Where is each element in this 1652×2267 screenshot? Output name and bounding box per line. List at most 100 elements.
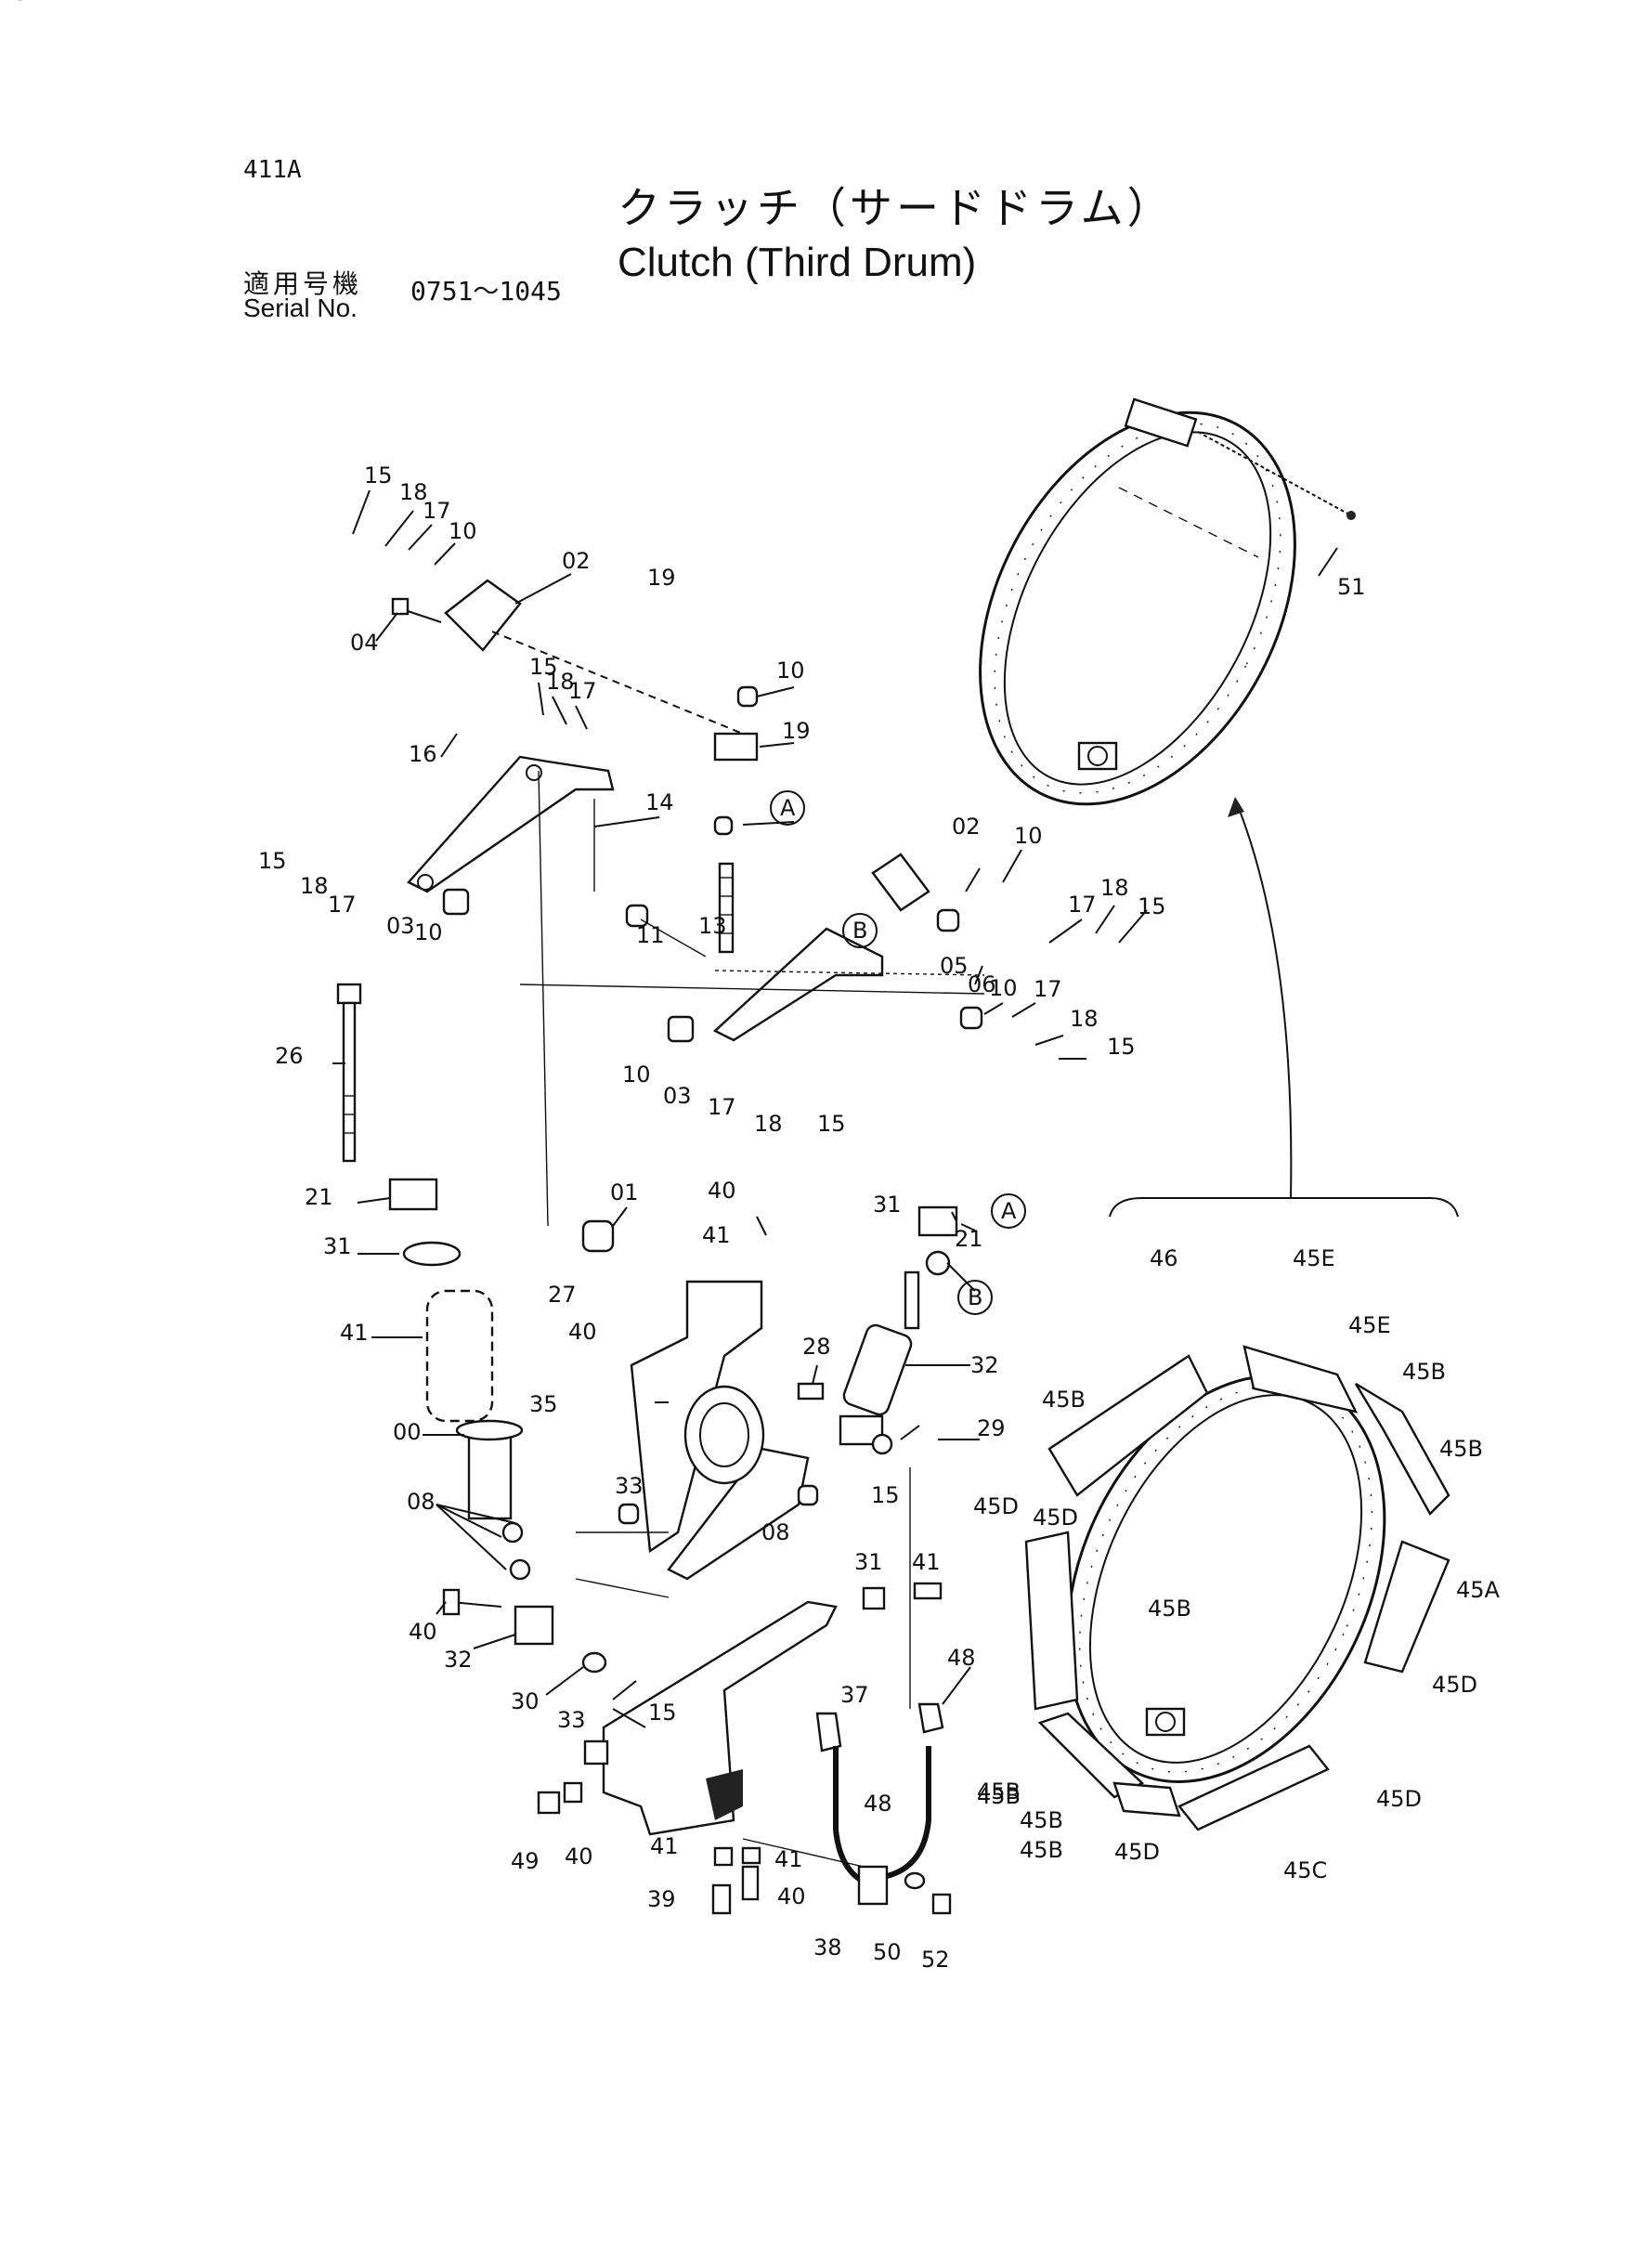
page-code: 411A	[243, 156, 302, 184]
part-callout: 15	[1138, 893, 1166, 919]
part-callout: 45E	[1293, 1245, 1335, 1271]
part-callout: 15	[817, 1111, 846, 1137]
part-callout: 08	[407, 1489, 436, 1515]
part-callout: 32	[970, 1352, 999, 1378]
part-callout: 10	[622, 1062, 651, 1088]
part-callout: 50	[873, 1939, 902, 1965]
serial-range: 0751～1045	[410, 276, 562, 306]
part-callout: 03	[663, 1083, 692, 1109]
reference-marker: B	[968, 1284, 982, 1310]
part-callout: 18	[546, 669, 575, 695]
reference-marker: A	[780, 795, 796, 821]
part-callout: 45D	[1033, 1505, 1078, 1531]
part-callout: 45D	[1432, 1672, 1477, 1698]
part-callout: 26	[275, 1043, 304, 1069]
part-callout: 45D	[973, 1493, 1019, 1519]
serial-label-english: Serial No.	[243, 293, 358, 322]
part-callout: 32	[444, 1647, 473, 1673]
leader-lines	[332, 489, 1338, 1728]
hydraulic-cylinder	[742, 1205, 958, 1915]
part-callout: 33	[615, 1473, 644, 1499]
part-callout: 40	[708, 1178, 736, 1204]
part-callout: 13	[698, 913, 727, 939]
part-callout: 35	[529, 1391, 558, 1417]
pedal-assembly	[537, 1600, 838, 1915]
part-callout: 18	[1070, 1006, 1099, 1032]
part-callout: 19	[782, 718, 811, 744]
part-callout: 40	[565, 1844, 593, 1870]
part-callout: 46	[1150, 1245, 1178, 1271]
band-lining-detail	[1024, 1345, 1450, 1831]
part-callout: 10	[449, 518, 477, 544]
part-callout: 28	[802, 1334, 831, 1360]
part-callout: 19	[647, 565, 676, 591]
part-callout: 41	[912, 1549, 941, 1575]
part-callout: 33	[557, 1707, 586, 1733]
part-callout: 40	[568, 1319, 597, 1345]
part-callout: 03	[386, 913, 415, 939]
part-callout: 11	[636, 922, 665, 948]
serial-label-japanese: 適用号機	[243, 268, 363, 299]
part-callout: 06	[968, 971, 996, 997]
part-callout: 15	[871, 1482, 900, 1508]
part-callout: 17	[1068, 892, 1097, 918]
part-callout: 39	[647, 1886, 676, 1912]
part-callout: 30	[511, 1688, 540, 1714]
part-callout: 04	[350, 630, 379, 656]
part-callout: 45B	[1042, 1387, 1086, 1413]
lever-linkage	[391, 579, 985, 1227]
part-callout: 31	[323, 1233, 352, 1259]
part-callout: 45D	[1376, 1786, 1422, 1812]
part-callout: 08	[761, 1519, 790, 1545]
part-callout: 52	[921, 1947, 950, 1973]
part-callout: 17	[328, 892, 357, 918]
part-callout: 01	[610, 1179, 639, 1205]
part-callout: 41	[774, 1846, 803, 1872]
part-callout: 02	[562, 548, 591, 574]
part-callout: 40	[409, 1619, 437, 1645]
part-callout: 18	[399, 479, 428, 505]
part-callout: 15	[364, 463, 393, 489]
part-callout: 45B	[977, 1783, 1021, 1809]
part-callout: 16	[409, 741, 437, 767]
part-callout: 51	[1337, 574, 1366, 600]
reference-arrow	[1234, 798, 1293, 1199]
part-callout: 27	[548, 1282, 577, 1308]
part-callout: 10	[776, 658, 805, 684]
part-callout: 10	[989, 975, 1018, 1001]
part-callout: 15	[529, 654, 558, 680]
title-japanese: クラッチ（サードドラム）	[618, 183, 1174, 233]
part-callout: 45B	[1020, 1807, 1063, 1833]
part-callout: 45E	[1348, 1312, 1391, 1338]
reference-circle-b	[842, 913, 878, 948]
part-callout: 15	[258, 848, 287, 874]
part-callout: 17	[708, 1094, 736, 1120]
part-callout: 15	[1107, 1034, 1136, 1060]
part-callout: 14	[645, 789, 674, 815]
reference-circle-a	[770, 790, 805, 826]
part-callout: 48	[947, 1645, 976, 1671]
part-callout: 45B	[1020, 1837, 1063, 1863]
title-english: Clutch (Third Drum)	[618, 240, 977, 285]
part-callout: 10	[414, 919, 443, 945]
part-callout: 31	[873, 1192, 902, 1218]
part-callout: 17	[1034, 976, 1062, 1002]
part-callout: 05	[940, 953, 969, 979]
exploded-bracket	[1109, 1197, 1459, 1218]
bracket-base	[575, 1219, 819, 1598]
part-callout: 48	[864, 1791, 892, 1817]
part-callout: 29	[977, 1415, 1006, 1441]
reference-marker: B	[852, 918, 867, 944]
part-callout: 21	[305, 1184, 333, 1210]
part-callout: 18	[1100, 875, 1129, 901]
part-callout: 18	[754, 1111, 783, 1137]
part-callout: 31	[854, 1549, 883, 1575]
part-callout: 45B	[1439, 1436, 1483, 1462]
part-callout: 15	[648, 1700, 677, 1726]
part-callout: 37	[840, 1682, 869, 1708]
part-callout: 45A	[1456, 1577, 1501, 1603]
part-callout: 49	[511, 1848, 540, 1874]
reference-circle-a	[991, 1193, 1026, 1229]
